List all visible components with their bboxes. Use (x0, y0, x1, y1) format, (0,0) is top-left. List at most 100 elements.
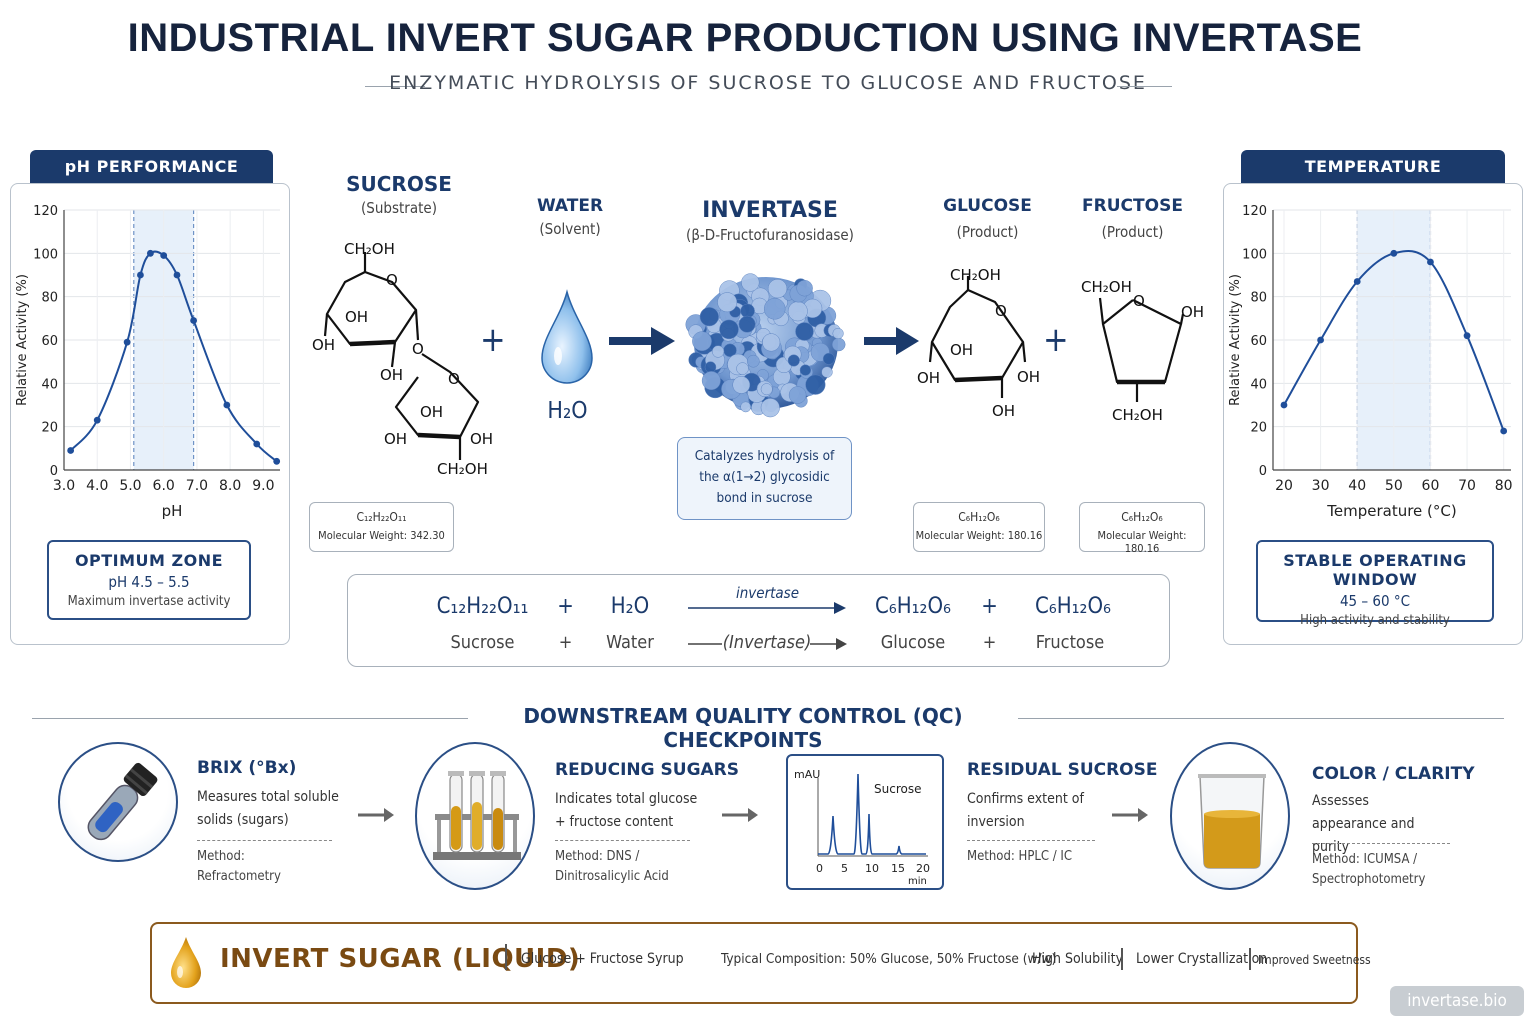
subtitle-rule-right (1117, 86, 1172, 87)
test-tubes-circle (415, 742, 535, 890)
equation-water-formula: H₂O (610, 594, 650, 619)
equation-plus-1: + (557, 594, 574, 619)
syrup-drop-icon (171, 937, 201, 988)
protein-residue (767, 278, 788, 299)
invertase-protein-icon (685, 273, 846, 418)
temp-chart-ytick-60: 60 (1250, 334, 1267, 349)
protein-residue (740, 401, 752, 413)
protein-residue (795, 322, 814, 341)
equation-arrow (688, 602, 846, 614)
equation-label-plus-1: + (558, 632, 573, 653)
hplc-chromatogram-plot: mAU Sucrose 0 5 10 15 20 min (794, 768, 930, 887)
qc-arrow-2 (722, 808, 758, 822)
temp-chart-ytick-20: 20 (1250, 421, 1267, 436)
fructose-formula-box: C₆H₁₂O₆ Molecular Weight: 180.16 (1079, 502, 1205, 555)
refractometer-icon (87, 762, 158, 841)
equation-fructose-formula: C₆H₁₂O₆ (1034, 594, 1111, 619)
glucose-formula-box: C₆H₁₂O₆ Molecular Weight: 180.16 (913, 502, 1045, 552)
qc-brix-desc: Measures total soluble solids (sugars) (197, 789, 339, 828)
fructose-ring-o: O (1133, 292, 1145, 310)
temp-chart-point-6 (1500, 427, 1508, 435)
fructose-mw: Molecular Weight: 180.16 (1097, 529, 1187, 555)
temp-chart-point-2 (1353, 278, 1361, 285)
ph-chart-point-8 (223, 401, 231, 409)
fructose-formula: C₆H₁₂O₆ (1121, 510, 1163, 524)
hplc-tick-5: 5 (841, 862, 848, 875)
product-name: INVERT SUGAR (LIQUID) (220, 944, 581, 974)
qc-color-method: Method: ICUMSA / Spectrophotometry (1312, 843, 1450, 890)
hplc-tick-20: 20 (916, 862, 930, 875)
equation-glucose-formula: C₆H₁₂O₆ (874, 594, 951, 619)
hplc-chromatogram: mAU Sucrose 0 5 10 15 20 min (786, 754, 944, 890)
glucose-oh-4: OH (992, 402, 1015, 420)
qc-brix-method: Method: Refractometry (197, 840, 332, 887)
glucose-ch2oh: CH₂OH (950, 266, 1001, 284)
temp-chart-xtick-4: 60 (1422, 478, 1440, 494)
banner-separator-1 (505, 944, 507, 970)
ph-chart-x-label: pH (162, 502, 183, 520)
temp-chart-ytick-0: 0 (1259, 464, 1267, 479)
plus-sign-1: + (480, 320, 506, 360)
temp-chart-point-4 (1427, 258, 1434, 266)
ph-chart-xtick-2: 5.0 (119, 478, 141, 494)
ph-chart-ytick-40: 40 (41, 377, 58, 392)
temp-chart-ytick-80: 80 (1250, 291, 1267, 306)
ph-chart-xtick-3: 6.0 (153, 478, 175, 494)
qc-residual-method: Method: HPLC / IC (967, 840, 1095, 867)
temp-chart-xtick-6: 80 (1495, 478, 1513, 494)
reaction-equation (347, 574, 1170, 667)
protein-residue (738, 315, 756, 333)
qc-reducing-desc: Indicates total glucose + fructose conte… (555, 791, 698, 830)
fructose-ch2oh-bottom: CH₂OH (1112, 406, 1163, 424)
sucrose-ch2oh-top: CH₂OH (344, 240, 395, 258)
equation-label-fructose: Fructose (1035, 632, 1105, 653)
invertase-description: Catalyzes hydrolysis of the α(1→2) glyco… (677, 437, 852, 520)
protein-residue (831, 337, 846, 352)
protein-residue (692, 331, 712, 352)
test-tubes-icon (433, 771, 521, 860)
plus-sign-2: + (1043, 320, 1069, 360)
ph-chart-ytick-20: 20 (41, 421, 58, 436)
ph-chart-point-6 (173, 271, 181, 279)
qc-reducing-title: REDUCING SUGARS (555, 760, 740, 780)
temp-chart-point-5 (1463, 332, 1471, 340)
qc-residual-desc: Confirms extent of inversion (967, 791, 1084, 830)
fructose-name: FRUCTOSE (1082, 196, 1183, 216)
equation-label-arrow (688, 638, 847, 650)
sucrose-ring-o-2: O (448, 370, 460, 388)
equation-catalyst: invertase (735, 584, 800, 602)
sucrose-formula-box: C₁₂H₂₂O₁₁ Molecular Weight: 342.30 (309, 502, 454, 552)
equation-plus-2: + (981, 594, 998, 619)
protein-residue (717, 292, 738, 313)
ph-zone-title: OPTIMUM ZONE (74, 551, 224, 570)
temp-chart-xtick-5: 70 (1458, 478, 1476, 494)
ph-chart-ytick-80: 80 (41, 291, 58, 306)
protein-residue (762, 333, 781, 352)
ph-chart-point-4 (147, 249, 154, 257)
ph-chart-xtick-0: 3.0 (53, 478, 75, 494)
banner-separator-2 (1121, 948, 1123, 970)
temp-chart-xtick-1: 30 (1312, 478, 1330, 494)
qc-color-title: COLOR / CLARITY (1312, 764, 1475, 784)
sucrose-name: SUCROSE (346, 172, 452, 196)
sucrose-ch2oh-bottom: CH₂OH (437, 460, 488, 478)
qc-residual-title: RESIDUAL SUCROSE (967, 760, 1158, 780)
sucrose-ring-o-1: O (386, 271, 398, 289)
beaker-circle (1170, 742, 1290, 890)
hplc-x-unit: min (908, 876, 927, 887)
glucose-oh-3: OH (1017, 368, 1040, 386)
protein-residue (832, 327, 844, 340)
water-label: H₂O (547, 398, 588, 424)
ph-chart-xtick-1: 4.0 (86, 478, 108, 494)
water-drop-icon (541, 289, 593, 384)
reaction-arrow-2 (864, 327, 919, 355)
hplc-tick-0: 0 (816, 862, 823, 875)
hplc-tick-15: 15 (891, 862, 905, 875)
temp-zone-title: STABLE OPERATING WINDOW (1283, 551, 1467, 589)
protein-residue (763, 298, 786, 320)
qc-brix-title: BRIX (°Bx) (197, 758, 297, 778)
ph-chart-point-3 (137, 271, 144, 279)
qc-rule-right (1018, 718, 1504, 719)
qc-arrow-3 (1112, 808, 1148, 822)
sucrose-structure: CH₂OH O OH OH OH O O OH OH OH CH₂OH (312, 240, 493, 478)
